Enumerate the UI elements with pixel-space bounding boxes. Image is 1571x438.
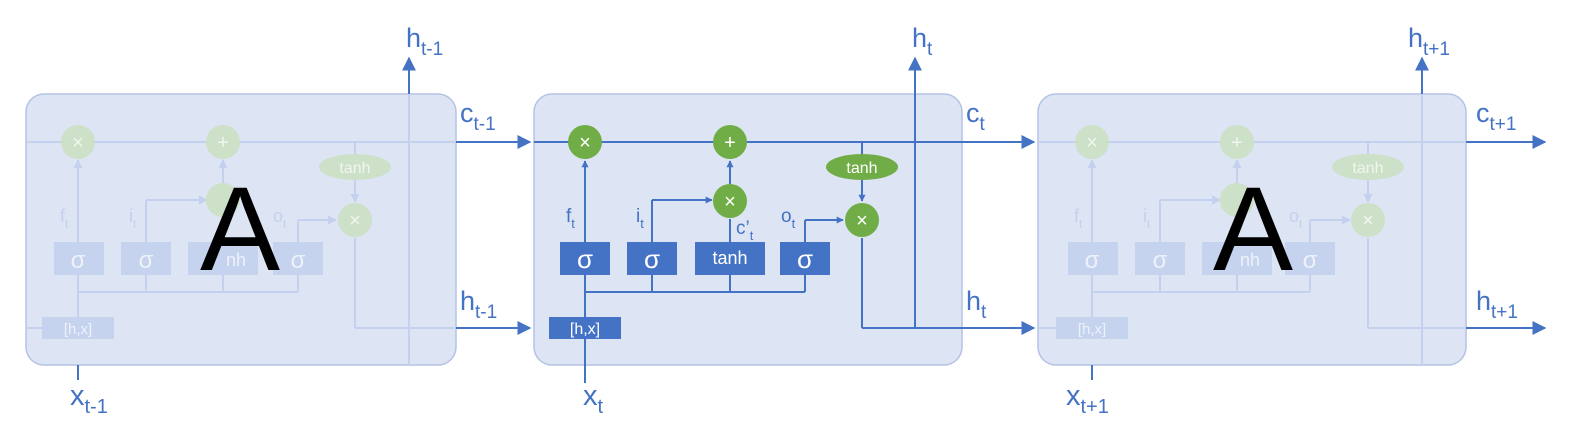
h-next-mid-label: ht+1: [1476, 286, 1518, 323]
sigma-o-label: σ: [797, 244, 813, 274]
left-sigma-o: σ: [291, 247, 306, 274]
left-i-label: it: [129, 206, 137, 231]
right-mult-f: ×: [1086, 132, 1098, 154]
i-label: it: [636, 206, 644, 231]
right-add: +: [1231, 132, 1243, 154]
right-mult-o: ×: [1362, 210, 1374, 232]
forget-mult-op: [568, 125, 602, 159]
f-label: ft: [566, 206, 575, 231]
right-i-label: it: [1143, 206, 1151, 231]
input-mult-op: [713, 184, 747, 218]
right-sigma-f: σ: [1085, 247, 1100, 274]
left-concat: [h,x]: [64, 321, 92, 338]
left-tanh-op: tanh: [339, 160, 370, 177]
c-next-label: ct+1: [1476, 98, 1516, 135]
tanh-box-label: tanh: [712, 248, 747, 268]
sigma-i-label: σ: [644, 244, 660, 274]
left-cell-big-label: A: [200, 162, 280, 296]
output-mult-symbol: ×: [856, 210, 868, 232]
h-cur-mid-label: ht: [966, 286, 987, 323]
x-cur-label: xt: [583, 380, 604, 418]
concat-label: [h,x]: [570, 321, 600, 338]
left-sigma-i: σ: [139, 247, 154, 274]
h-top-label: ht: [912, 23, 933, 60]
c-prev-label: ct-1: [460, 98, 496, 135]
right-tanh-fragment: nh: [1240, 250, 1260, 270]
forget-mult-symbol: ×: [579, 132, 591, 154]
right-cell: σ σ nh σ [h,x] tanh × + × ft it ot A: [1037, 93, 1467, 366]
left-o-label: ot: [273, 206, 287, 231]
right-cell-faded-text: σ σ nh σ [h,x] tanh × + × ft it ot: [1074, 132, 1384, 338]
tanh-op: [826, 154, 898, 180]
right-concat: [h,x]: [1078, 321, 1106, 338]
sigma-f-box: [560, 242, 610, 275]
connections: [77, 56, 1547, 383]
right-f-label: ft: [1074, 206, 1083, 231]
outer-labels: ht-1 ht ht+1 ct-1 ct ct+1 ht-1 ht ht+1 x…: [70, 23, 1518, 418]
left-mult-f: ×: [72, 132, 84, 154]
add-op: [713, 125, 747, 159]
middle-cell-components: σ σ tanh σ [h,x] tanh × + × × ft it c’t …: [549, 125, 898, 339]
right-tanh-op: tanh: [1352, 160, 1383, 177]
right-o-label: ot: [1289, 206, 1303, 231]
right-sigma-o: σ: [1303, 247, 1318, 274]
left-cell: σ σ nh σ [h,x] tanh × + × ft it ot A: [25, 93, 457, 366]
input-mult-symbol: ×: [724, 191, 736, 213]
right-cell-faded-boxes: [1056, 125, 1404, 339]
left-add: +: [217, 132, 229, 154]
right-cell-big-label: A: [1213, 162, 1293, 296]
left-cell-faded-boxes: [42, 125, 391, 339]
x-prev-label: xt-1: [70, 380, 108, 418]
left-mult-o: ×: [349, 210, 361, 232]
c-tilde-label: c’t: [736, 218, 754, 243]
right-sigma-i: σ: [1153, 247, 1168, 274]
o-label: ot: [781, 206, 796, 231]
sigma-i-box: [627, 242, 677, 275]
output-mult-op: [845, 203, 879, 237]
left-cell-faded-text: σ σ nh σ [h,x] tanh × + × ft it ot: [60, 132, 371, 338]
h-prev-mid-label: ht-1: [460, 286, 497, 323]
left-sigma-f: σ: [71, 247, 86, 274]
h-prev-top-label: ht-1: [406, 23, 443, 60]
tanh-box: [695, 242, 765, 275]
sigma-o-box: [780, 242, 830, 275]
left-tanh-fragment: nh: [226, 250, 246, 270]
left-f-label: ft: [60, 206, 69, 231]
x-next-label: xt+1: [1066, 380, 1109, 418]
concat-box: [549, 317, 621, 339]
c-cur-label: ct: [966, 98, 986, 135]
h-next-top-label: ht+1: [1408, 23, 1450, 60]
add-symbol: +: [724, 132, 736, 154]
tanh-op-label: tanh: [846, 160, 877, 177]
sigma-f-label: σ: [577, 244, 593, 274]
